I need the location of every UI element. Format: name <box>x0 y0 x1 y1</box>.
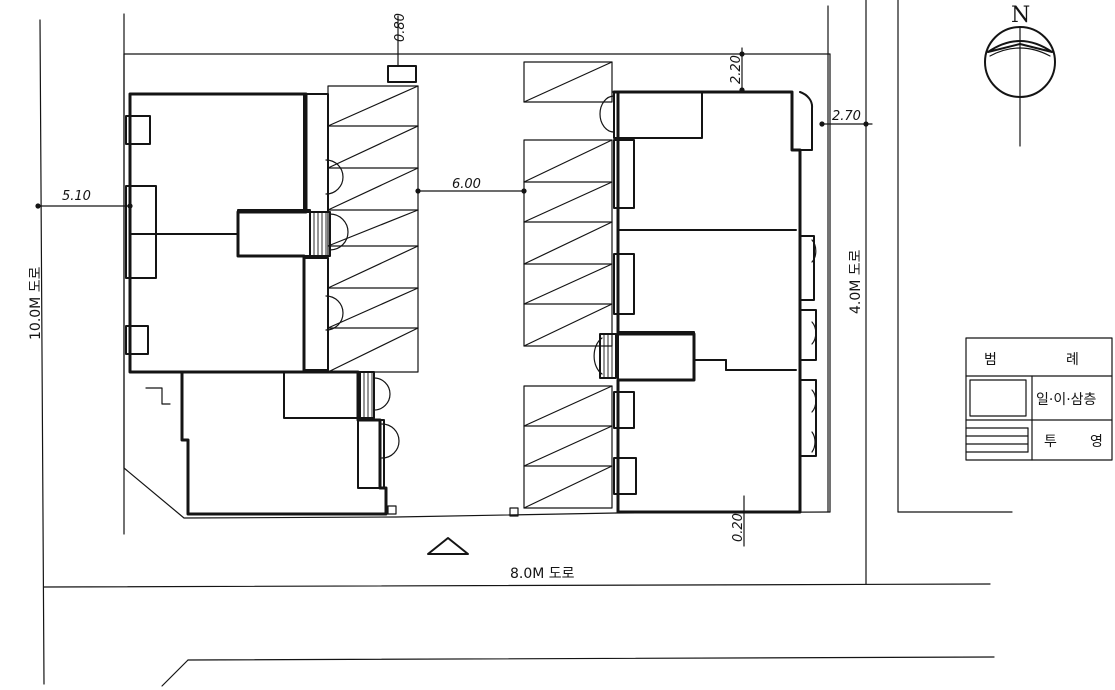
legend-title-right: 례 <box>1066 352 1079 368</box>
legend-title-left: 범 <box>984 352 997 368</box>
road-label-right: 4.0M 도로 <box>848 249 864 314</box>
dim-bottom-right: 0.20 <box>731 513 746 542</box>
parking-stalls-right <box>523 61 613 509</box>
dimension-lines <box>35 15 873 547</box>
north-label: N <box>1011 3 1030 28</box>
legend-lines-swatch <box>965 427 1029 453</box>
building-left <box>125 92 400 516</box>
dim-right-side: 2.70 <box>832 109 861 124</box>
parking-stalls-left <box>327 85 419 373</box>
road-lines <box>39 0 1013 687</box>
legend-item-lines-left: 투 <box>1044 434 1057 450</box>
dim-drive-aisle: 6.00 <box>452 177 481 192</box>
north-arrow-icon: N <box>984 3 1056 147</box>
dim-left-setback: 5.10 <box>62 189 91 204</box>
entrance-arrow-icon <box>427 537 469 555</box>
road-label-bottom: 8.0M 도로 <box>510 566 575 582</box>
legend: 범 례 일·이·삼층 투 영 <box>965 337 1113 461</box>
dim-right-top: 2.20 <box>729 55 744 84</box>
legend-hatch-swatch <box>969 379 1027 417</box>
legend-item-lines-right: 영 <box>1090 434 1103 450</box>
dim-top-gap: 0.80 <box>393 13 408 42</box>
building-right <box>593 90 817 514</box>
road-label-left: 10.0M 도로 <box>28 266 44 340</box>
site-details <box>145 65 519 555</box>
legend-item-hatch: 일·이·삼층 <box>1036 392 1097 408</box>
site-boundary <box>123 53 831 519</box>
